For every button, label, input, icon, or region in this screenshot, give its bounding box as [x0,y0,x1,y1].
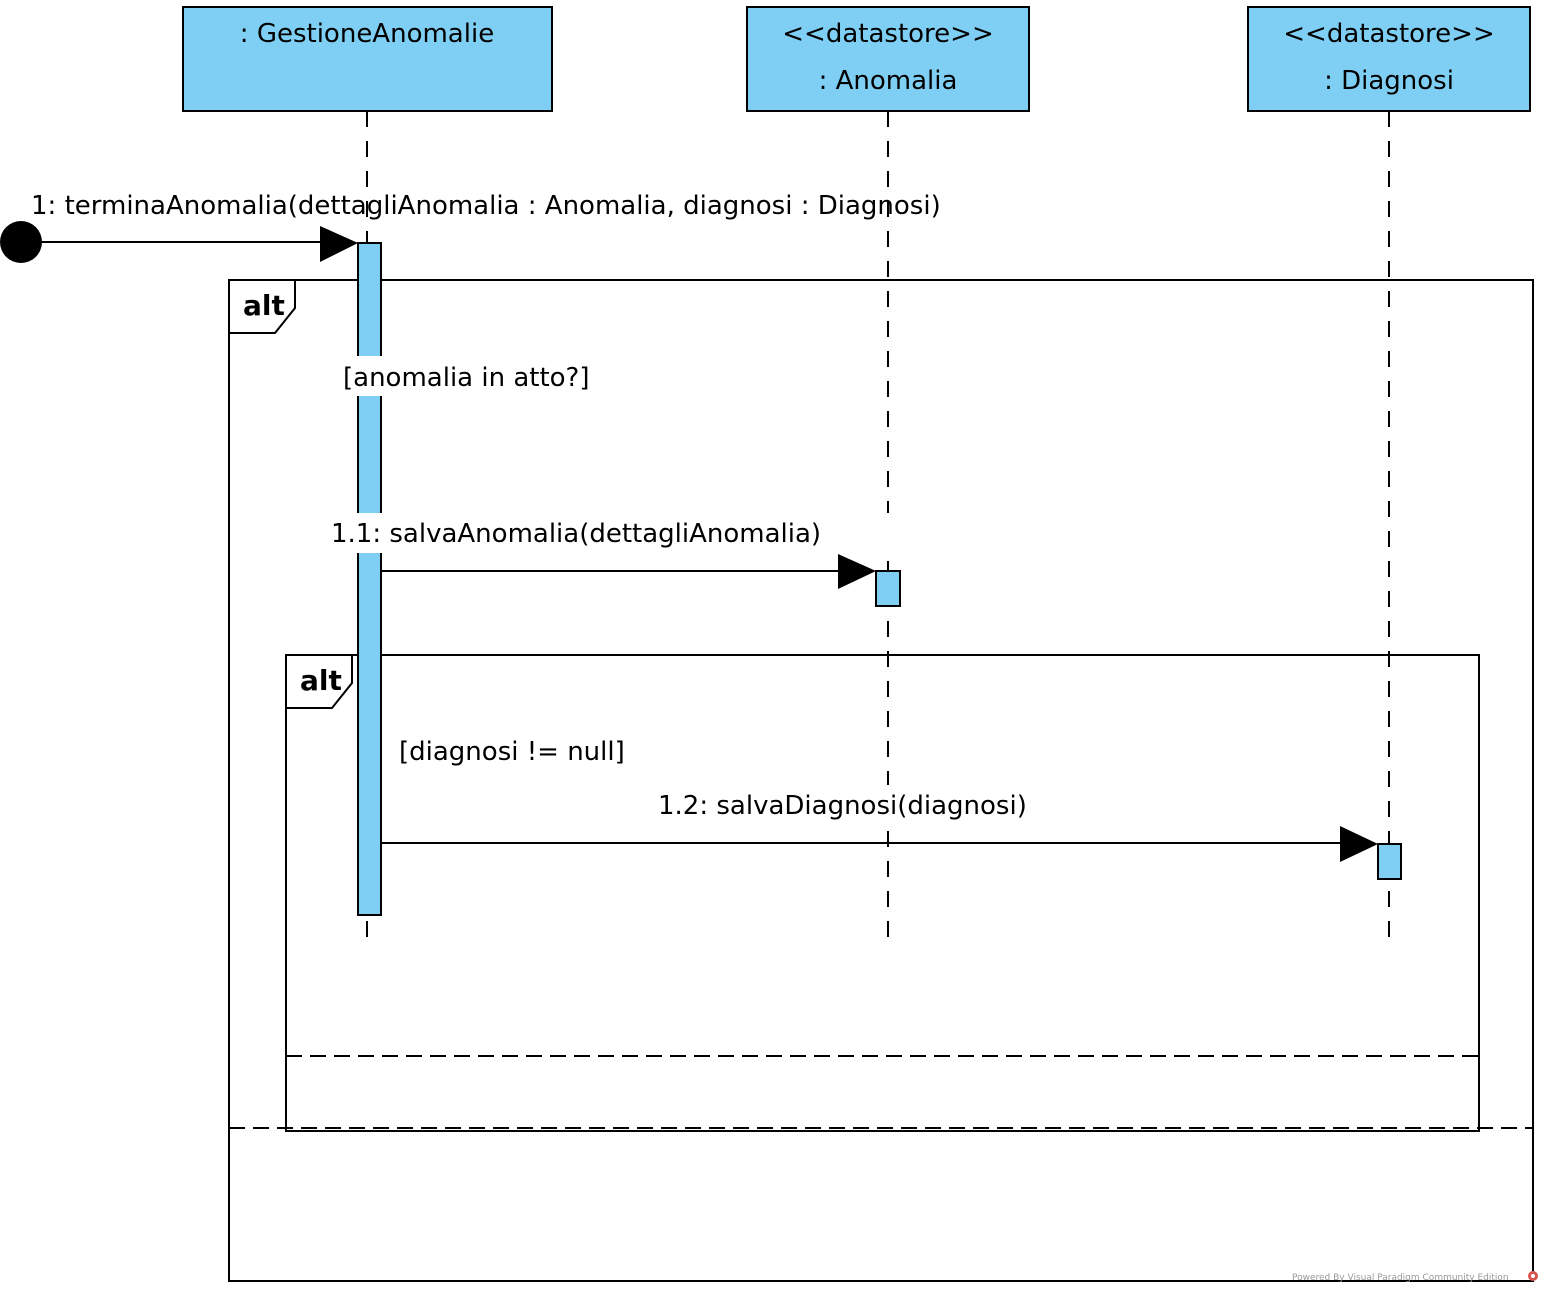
lifeline-name: : GestioneAnomalie [240,19,494,49]
guard-inner: [diagnosi != null] [399,737,625,767]
activation-bar-diagnosi [1377,843,1402,880]
lifeline-diagnosi: <<datastore>> : Diagnosi [1247,6,1531,940]
label-bg [656,785,1088,825]
label-bg [330,513,902,553]
arrowhead [838,554,876,589]
guard-outer: [anomalia in atto?] [343,363,590,393]
alt-fragment-outer: alt [228,279,1534,1282]
alt-operator-outer: alt [243,289,285,322]
message-1-2: 1.2: salvaDiagnosi(diagnosi) [381,785,1378,862]
lifeline-head [746,6,1030,112]
alt-fragment-inner: alt [285,654,1480,1132]
lifeline-stereotype: <<datastore>> [782,19,993,49]
message-label: 1.1: salvaAnomalia(dettagliAnomalia) [331,519,821,549]
activation-bar-anomalia [875,570,901,607]
alt-frame-inner [285,654,1480,1132]
message-label: 1.2: salvaDiagnosi(diagnosi) [658,791,1027,821]
lifeline-name: : Anomalia [819,66,958,96]
visual-paradigm-logo-icon [1528,1271,1538,1281]
guard-bg-outer [340,356,634,396]
watermark-text: Powered By Visual Paradigm Community Edi… [1292,1273,1509,1283]
arrowhead [1340,826,1378,862]
lifeline-head [182,6,553,112]
alt-frame-outer [228,279,1534,1282]
lifeline-stereotype: <<datastore>> [1283,19,1494,49]
alt-tab-outer [228,279,296,334]
alt-tab-inner [285,654,353,709]
lifeline-gestione-anomalie: : GestioneAnomalie [182,6,553,940]
message-1: 1: terminaAnomalia(dettagliAnomalia : An… [0,191,941,263]
activation-bar-gestione [357,242,382,916]
message-label: 1: terminaAnomalia(dettagliAnomalia : An… [31,191,941,221]
alt-operator-inner: alt [300,664,342,697]
arrowhead [320,226,358,262]
lifeline-name: : Diagnosi [1324,66,1454,96]
message-1-1: 1.1: salvaAnomalia(dettagliAnomalia) [330,513,902,589]
